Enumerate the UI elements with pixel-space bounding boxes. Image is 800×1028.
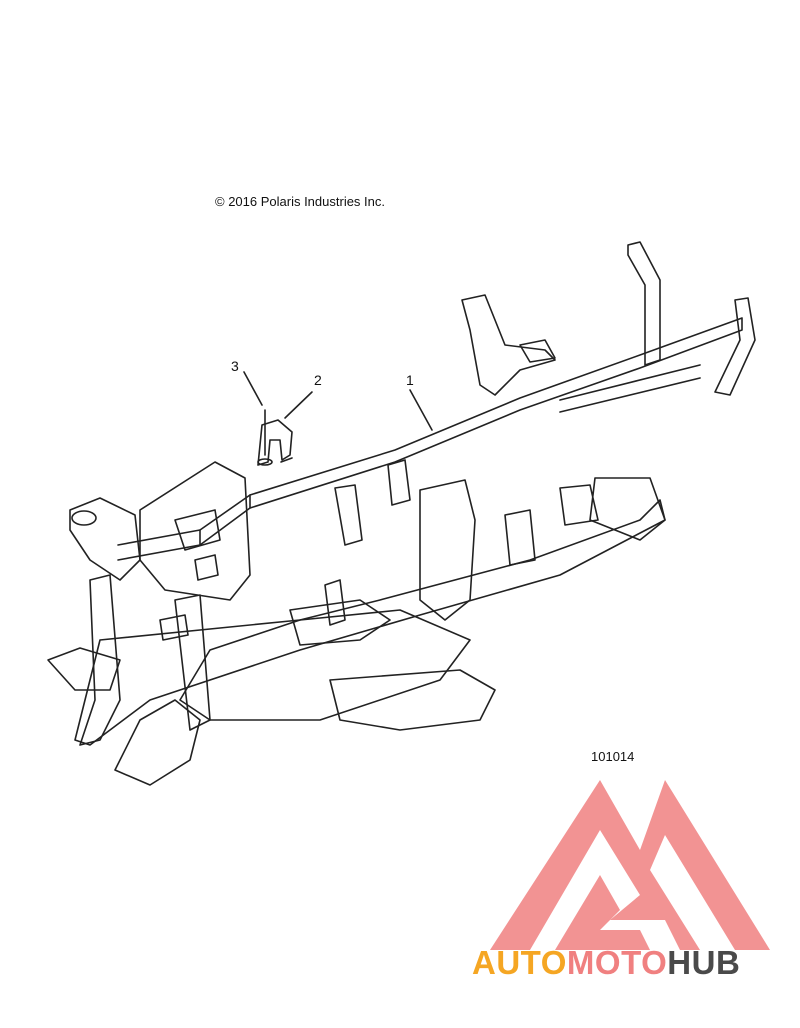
callout-1: 1 (406, 372, 414, 388)
mid-uprights (334, 459, 599, 566)
rear-hoops (461, 241, 756, 396)
copyright-notice: © 2016 Polaris Industries Inc. (215, 194, 385, 209)
wordmark-auto: AUTO (472, 944, 567, 981)
upper-frame-rail (117, 317, 743, 561)
watermark-wordmark: AUTOMOTOHUB (472, 944, 740, 982)
strap-bracket (257, 419, 293, 466)
front-lower-structure (47, 574, 211, 786)
callout-2-leader (284, 391, 313, 419)
wordmark-moto: MOTO (566, 944, 668, 981)
figure-number: 101014 (591, 749, 635, 764)
callout-2: 2 (314, 372, 322, 388)
lower-frame (74, 477, 666, 746)
wordmark-hub: HUB (667, 944, 741, 981)
floor-pan (179, 599, 496, 731)
watermark-logo-mark (490, 780, 770, 950)
fastener (257, 409, 273, 466)
front-bulkhead (69, 461, 251, 601)
callout-3: 3 (231, 358, 239, 374)
callout-1-leader (409, 389, 433, 431)
callout-3-leader (243, 371, 263, 406)
